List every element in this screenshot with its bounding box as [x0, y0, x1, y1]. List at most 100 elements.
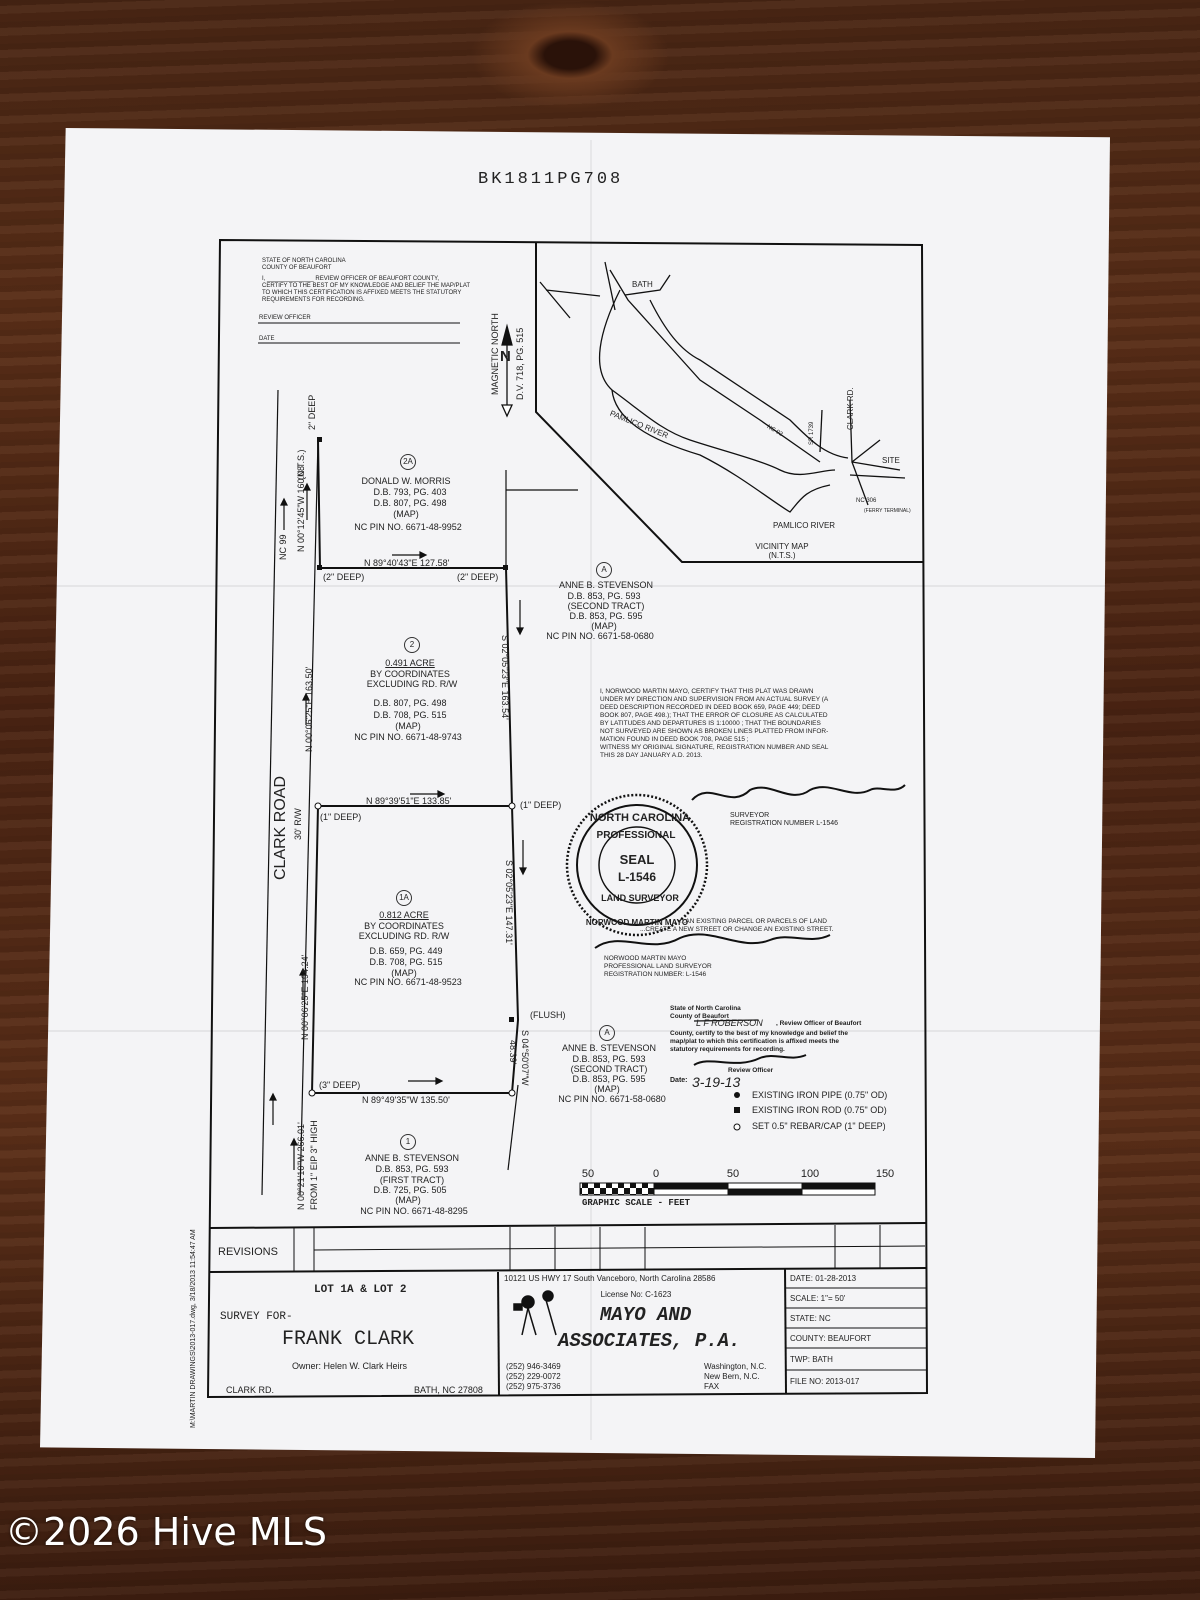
vicinity-pamlico-river: PAMLICO RIVER	[773, 521, 836, 530]
lot-pin: NC PIN NO. 6671-58-0680	[558, 1094, 666, 1104]
property-road: CLARK RD.	[226, 1385, 275, 1395]
lot-deed: D.B. 793, PG. 403	[373, 487, 447, 497]
review-officer-name: L F ROBERSON	[696, 1018, 763, 1028]
lot-deed: D.B. 659, PG. 449	[369, 946, 443, 956]
lot-map: (MAP)	[395, 1195, 421, 1205]
vicinity-nts: (N.T.S.)	[768, 551, 796, 560]
seal-land-surveyor: LAND SURVEYOR	[601, 893, 679, 903]
seal-state: NORTH CAROLINA	[589, 812, 691, 824]
firm-location: New Bern, N.C.	[704, 1372, 760, 1381]
lot-owner: ANNE B. STEVENSON	[364, 1153, 460, 1163]
firm-phone: (252) 946-3469	[506, 1362, 561, 1371]
wood-knot	[470, 0, 670, 110]
lot-deed: D.B. 807, PG. 498	[373, 698, 447, 708]
lot-owner: ANNE B. STEVENSON	[558, 580, 654, 590]
info-county: COUNTY: BEAUFORT	[790, 1334, 872, 1343]
lot-excluding: EXCLUDING RD. R/W	[358, 931, 450, 941]
owner-line: Owner: Helen W. Clark Heirs	[292, 1361, 408, 1371]
deep-marker: (1" DEEP)	[320, 812, 362, 822]
survey-cert-line: BY LATITUDES AND DEPARTURES IS 1:10000 ;…	[600, 720, 821, 727]
deep-marker: 2" DEEP	[307, 394, 317, 430]
cert2-registration: REGISTRATION NUMBER: L-1546	[604, 971, 707, 978]
bearing-left-mid: N 00°06'25"E 163.50'	[304, 666, 314, 752]
review-cert-line: statutory requirements for recording.	[670, 1046, 785, 1053]
lot-pin: NC PIN NO. 6671-48-8295	[360, 1206, 468, 1216]
lot-pin: NC PIN NO. 6671-58-0680	[546, 631, 654, 641]
survey-cert-line: NOT SURVEYED ARE SHOWN AS BROKEN LINES P…	[600, 728, 829, 735]
deep-marker: (2" DEEP)	[323, 572, 365, 582]
road-rw-label: 30' R/W	[293, 808, 303, 840]
vicinity-sr: SR 1739	[809, 421, 815, 445]
firm-name-2: ASSOCIATES, P.A.	[558, 1330, 741, 1352]
cert2-title: PROFESSIONAL LAND SURVEYOR	[604, 963, 712, 970]
scale-tick: 150	[875, 1168, 895, 1180]
lot-map: (MAP)	[391, 968, 417, 978]
cert2-line: ...AN EXISTING PARCEL OR PARCELS OF LAND	[680, 918, 827, 925]
lot-pin: NC PIN NO. 6671-48-9743	[354, 732, 462, 742]
seal-word: SEAL	[619, 852, 655, 867]
drawing-border	[206, 238, 929, 1399]
review-cert-line: County of Beaufort	[670, 1013, 729, 1020]
firm-location: Washington, N.C.	[704, 1362, 767, 1371]
survey-cert-line: UNDER MY DIRECTION AND SUPERVISION FROM …	[600, 696, 829, 703]
paper-fold	[40, 585, 1110, 587]
lot-map: (MAP)	[393, 509, 419, 519]
lot-deed: D.B. 853, PG. 593	[375, 1164, 449, 1174]
review-cert-line: County, certify to the best of my knowle…	[670, 1030, 848, 1037]
firm-phone: (252) 229-0072	[506, 1372, 561, 1381]
legend-iron-pipe: EXISTING IRON PIPE (0.75" OD)	[752, 1090, 888, 1100]
lot-tract: (FIRST TRACT)	[379, 1175, 445, 1185]
dv-reference: D.V. 718, PG. 515	[515, 327, 525, 400]
vicinity-title: VICINITY MAP	[755, 542, 809, 551]
legend-iron-rod: EXISTING IRON ROD (0.75" OD)	[752, 1105, 887, 1115]
lot-by-coordinates: BY COORDINATES	[370, 669, 450, 679]
info-state: STATE: NC	[790, 1314, 831, 1323]
paper-fold	[40, 1030, 1110, 1032]
bearing-south-line: N 89°49'35"W 135.50'	[362, 1095, 450, 1105]
lot-a-marker: A	[596, 562, 612, 578]
bearing-right-mid: S 02°05'23"E 147.31'	[504, 860, 514, 945]
cert-line: COUNTY OF BEAUFORT	[262, 265, 332, 271]
vicinity-site: SITE	[882, 456, 900, 465]
cert2-name: NORWOOD MARTIN MAYO	[604, 955, 687, 962]
lot-tract: (SECOND TRACT)	[567, 601, 645, 611]
mls-watermark: ©2026 Hive MLS	[5, 1510, 327, 1554]
review-cert-line: map/plat to which this certification is …	[670, 1038, 840, 1045]
vicinity-clark-rd: CLARK RD.	[846, 387, 855, 430]
lot-deed: D.B. 708, PG. 515	[373, 710, 447, 720]
lot-map: (MAP)	[395, 721, 421, 731]
lot-deed: D.B. 853, PG. 593	[567, 591, 641, 601]
bearing-left-low: N 00°06'25"E 194.24'	[300, 954, 310, 1040]
lot-1-marker: 1	[400, 1134, 416, 1150]
lot-owner: ANNE B. STEVENSON	[561, 1043, 657, 1053]
bearing-left-bottom: N 00°21'10"W 266.01'	[296, 1122, 306, 1210]
survey-cert-line: THIS 28 DAY JANUARY A.D. 2013.	[600, 752, 703, 759]
seal-number: L-1546	[617, 870, 657, 884]
review-cert-line: , Review Officer of Beaufort	[776, 1020, 862, 1027]
review-date: 3-19-13	[692, 1074, 741, 1090]
firm-address: 10121 US HWY 17 South Vanceboro, North C…	[504, 1274, 716, 1283]
cert-line: I, ______________ REVIEW OFFICER OF BEAU…	[262, 276, 440, 282]
review-officer-title: Review Officer	[728, 1067, 774, 1074]
scale-tick: 0	[652, 1168, 660, 1180]
firm-name-1: MAYO AND	[600, 1304, 692, 1326]
nc99-label: NC 99	[278, 534, 288, 560]
seal-professional: PROFESSIONAL	[596, 830, 676, 841]
survey-cert-line: I, NORWOOD MARTIN MAYO, CERTIFY THAT THI…	[600, 688, 814, 695]
property-city: BATH, NC 27808	[414, 1385, 483, 1395]
file-path-note: M:\MARTIN DRAWINGS\2013-017.dwg, 3/18/20…	[190, 1229, 197, 1428]
info-date: DATE: 01-28-2013	[790, 1274, 857, 1283]
lot-deed: D.B. 708, PG. 515	[369, 957, 443, 967]
lot-deed: D.B. 853, PG. 595	[569, 611, 643, 621]
legend-rebar: SET 0.5" REBAR/CAP (1" DEEP)	[752, 1121, 886, 1131]
survey-cert-line: WITNESS MY ORIGINAL SIGNATURE, REGISTRAT…	[600, 744, 829, 751]
bearing-north-line: N 89°40'43"E 127.58'	[364, 558, 450, 568]
lot-a-marker: A	[599, 1025, 615, 1041]
cert-line: REQUIREMENTS FOR RECORDING.	[262, 297, 365, 303]
lot-map: (MAP)	[594, 1084, 620, 1094]
lot-area: 0.812 ACRE	[379, 910, 429, 920]
vicinity-map-frame	[535, 242, 924, 563]
bearing-right-top: S 02°05'23"E 163.54'	[500, 635, 510, 720]
book-page-stamp: BK1811PG708	[478, 170, 624, 189]
north-letter: N	[500, 348, 511, 365]
